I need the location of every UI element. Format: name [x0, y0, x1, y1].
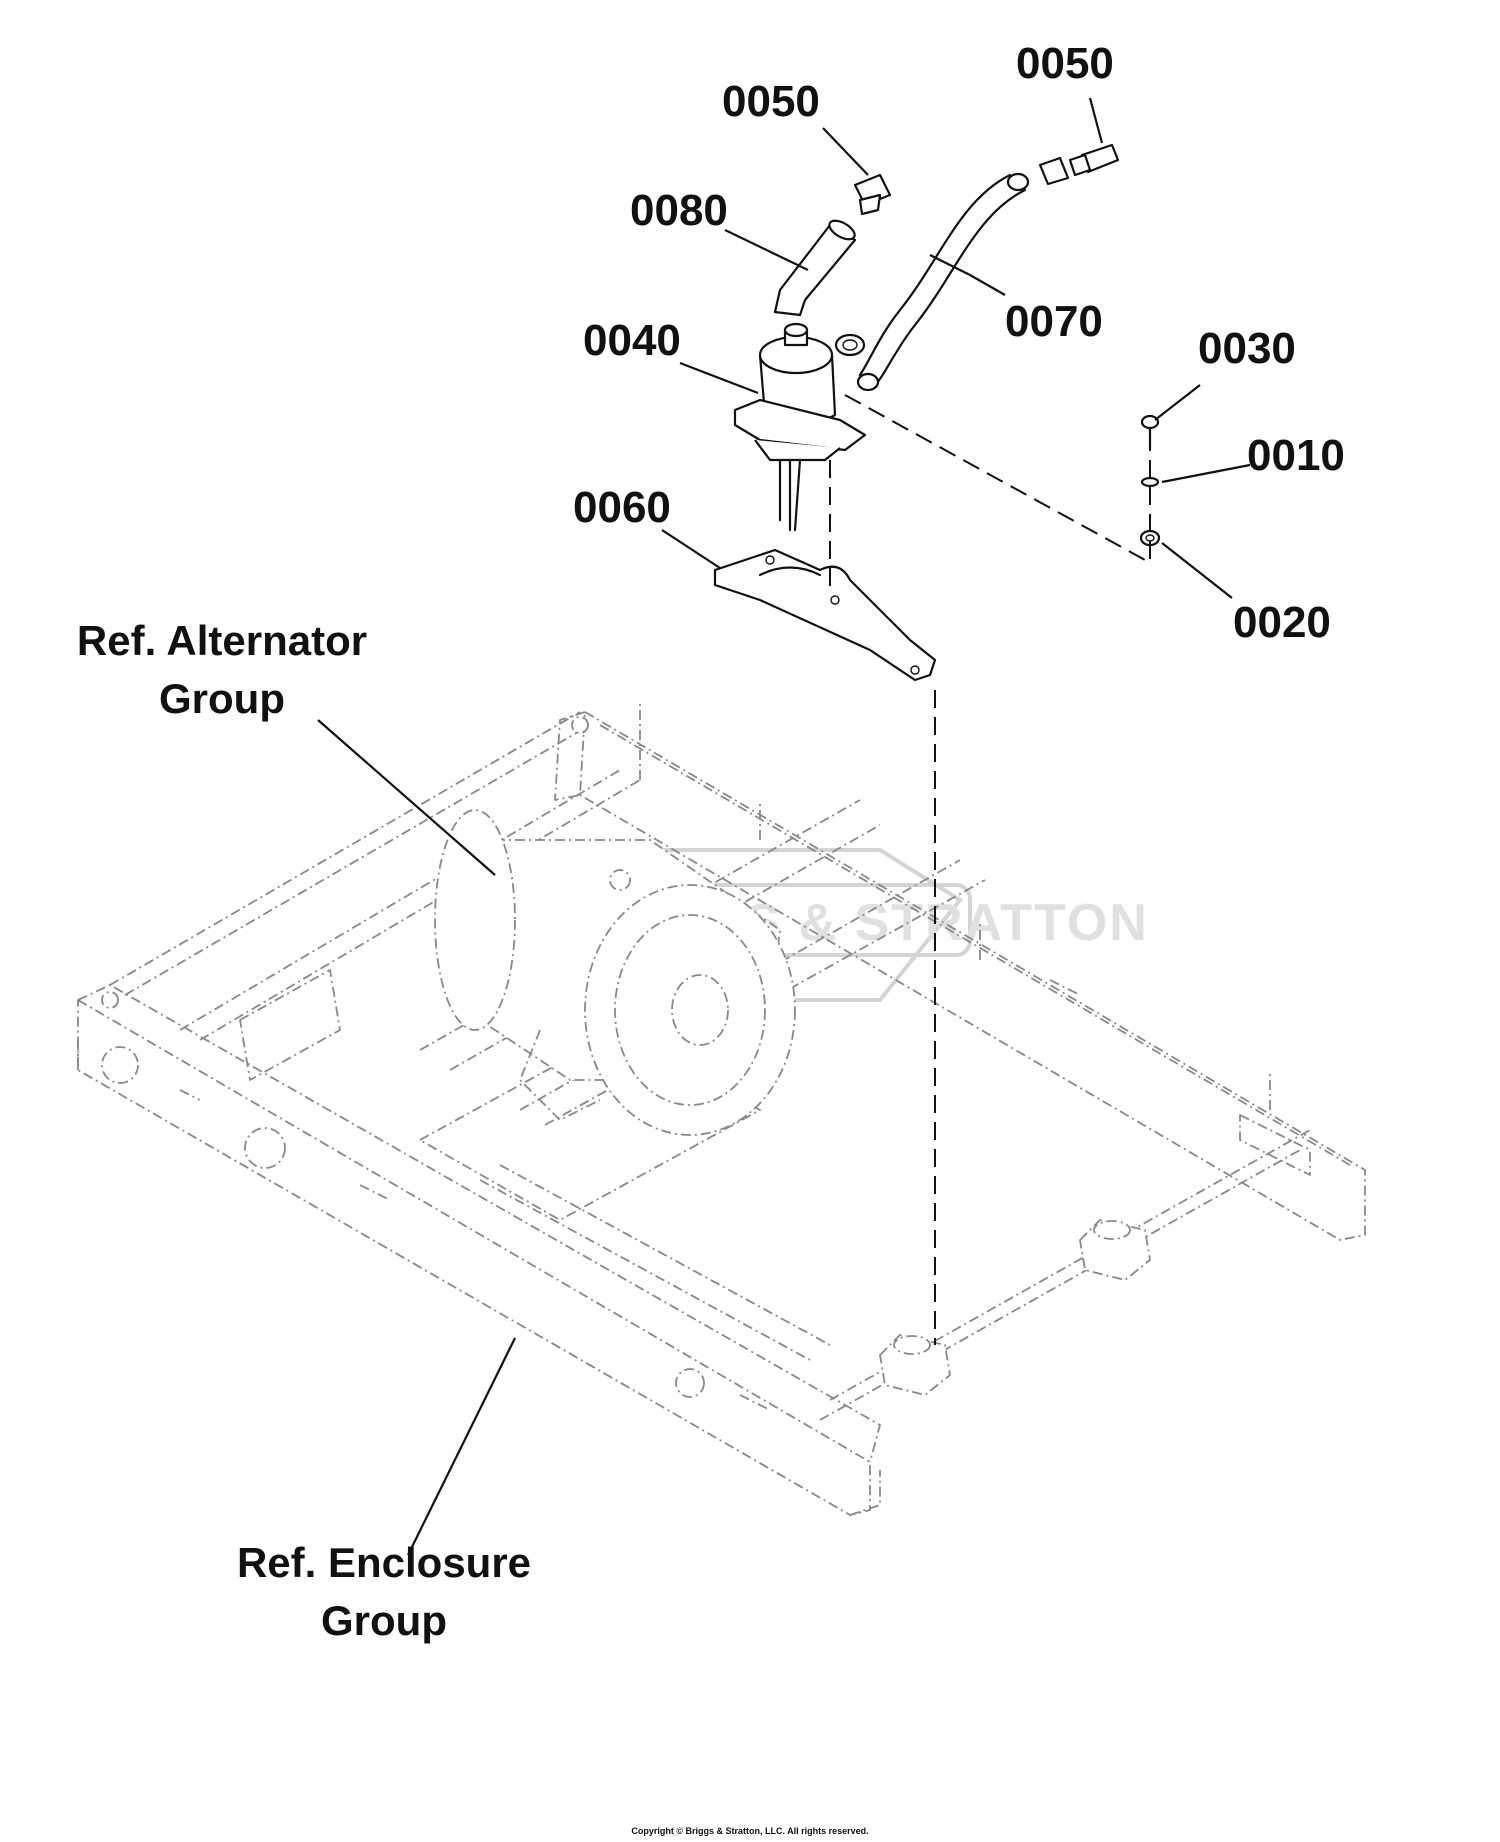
- callout-0010: 0010: [1247, 431, 1345, 480]
- callout-0050-left: 0050: [722, 77, 820, 126]
- fitting-0050-right: [1038, 143, 1120, 186]
- ref-enclosure-line1: Ref. Enclosure: [237, 1539, 531, 1586]
- hose-0070: [856, 172, 1030, 392]
- callout-0030: 0030: [1198, 324, 1296, 373]
- washer-0010: [1140, 476, 1160, 488]
- callout-0050-right: 0050: [1016, 39, 1114, 88]
- copyright-notice: Copyright © Briggs & Stratton, LLC. All …: [631, 1826, 868, 1836]
- callout-0060: 0060: [573, 483, 671, 532]
- callout-0070: 0070: [1005, 297, 1103, 346]
- hose-clamp: [834, 333, 866, 357]
- callout-0020: 0020: [1233, 598, 1331, 647]
- leader-lines: [317, 97, 1251, 1556]
- alignment-lines: [829, 394, 1151, 1345]
- vibration-mount-rear: [1079, 1219, 1151, 1281]
- ref-alternator-line2: Group: [159, 675, 285, 722]
- elbow-hose-0080: [773, 219, 857, 317]
- ref-enclosure-line2: Group: [321, 1597, 447, 1644]
- callout-0040: 0040: [583, 316, 681, 365]
- bracket-0060: [713, 548, 937, 682]
- alternator-assembly: [434, 809, 796, 1136]
- callout-0080: 0080: [630, 186, 728, 235]
- screw-0030: [1140, 414, 1160, 452]
- ref-alternator-line1: Ref. Alternator: [77, 617, 367, 664]
- heater-0040: [733, 322, 867, 532]
- vibration-mount-front: [879, 1334, 951, 1396]
- fitting-0050-left: [853, 173, 892, 216]
